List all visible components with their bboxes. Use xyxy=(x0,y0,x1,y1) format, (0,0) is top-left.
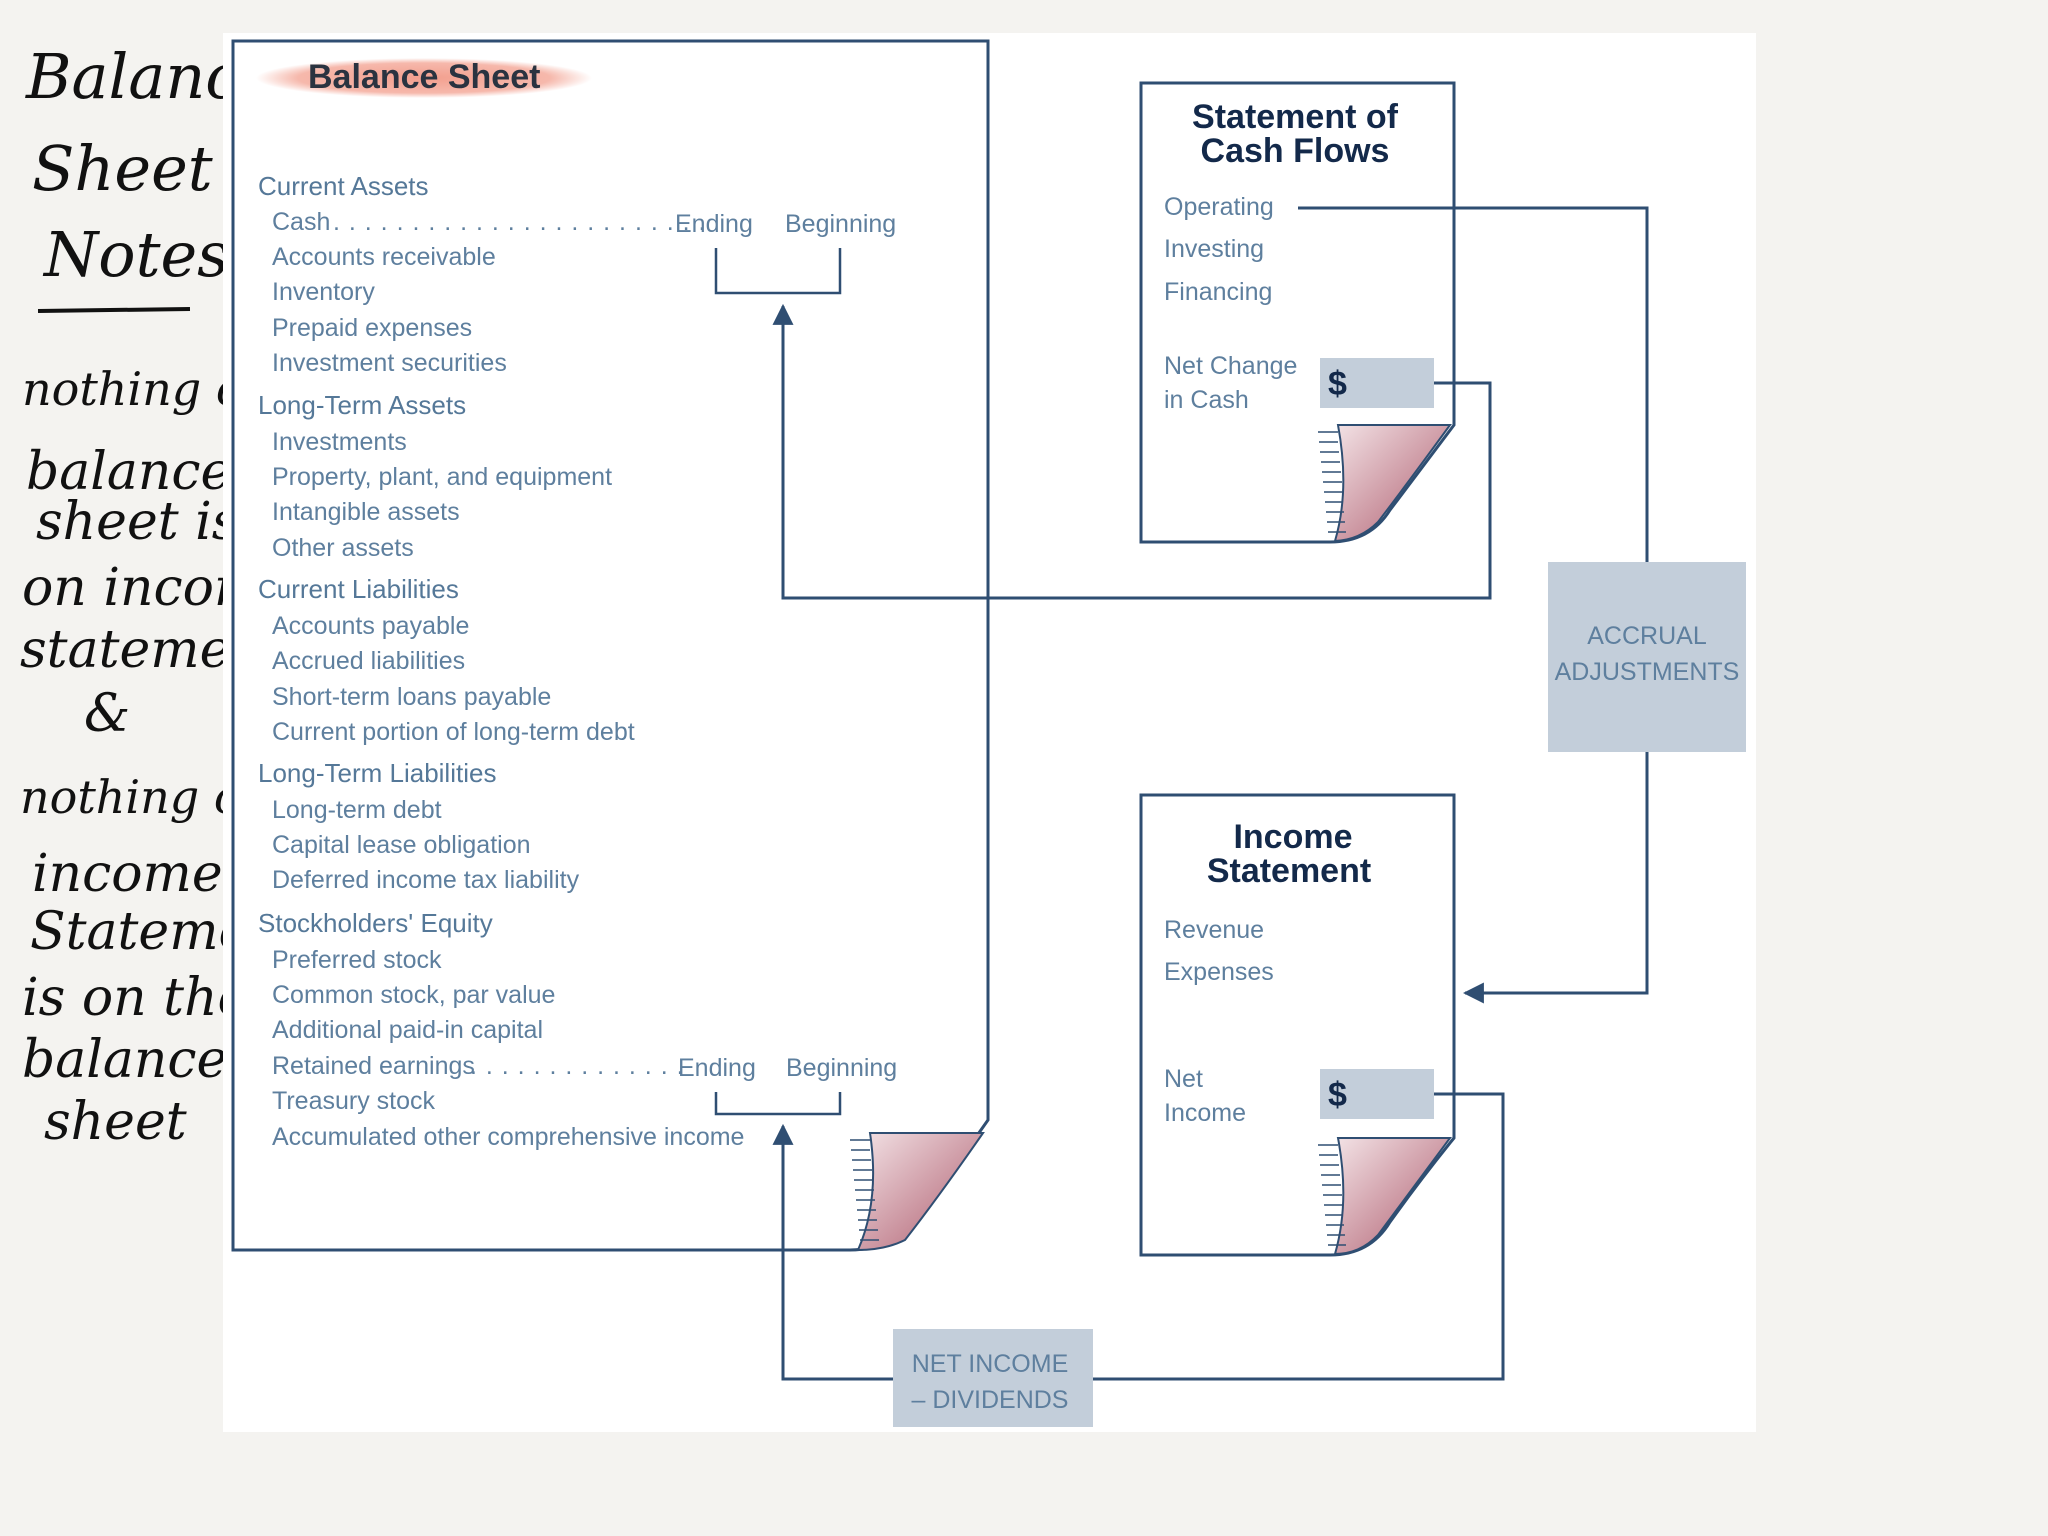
item-intangible-assets: Intangible assets xyxy=(272,498,460,526)
retained-earnings-leader-dots: . . . . . . . . . . . . . . xyxy=(470,1052,685,1080)
dividends-label-line-1: NET INCOME xyxy=(912,1350,1069,1378)
hand-note-line-2: balance xyxy=(26,442,232,502)
net-income-value-box xyxy=(1320,1069,1434,1119)
financial-statements-figure: Balance Sheet Current Assets Cash . . . … xyxy=(223,33,1756,1432)
item-investment-securities: Investment securities xyxy=(272,349,507,377)
accrual-label-line-2: ADJUSTMENTS xyxy=(1555,658,1740,686)
net-income-to-dividends-line xyxy=(1093,1092,1505,1381)
item-investments: Investments xyxy=(272,428,407,456)
item-capital-lease: Capital lease obligation xyxy=(272,831,531,859)
cash-flows-item-financing: Financing xyxy=(1164,278,1272,306)
dividends-to-retained-earnings-arrow xyxy=(772,1123,893,1381)
accrual-label-line-1: ACCRUAL xyxy=(1587,622,1707,650)
hand-note-line-12: sheet xyxy=(44,1092,187,1152)
cash-bracket xyxy=(714,248,842,295)
section-header-current-assets: Current Assets xyxy=(258,171,429,201)
income-statement-page-curl xyxy=(1333,1137,1452,1256)
retained-ending-label: Ending xyxy=(678,1054,756,1082)
item-prepaid-expenses: Prepaid expenses xyxy=(272,314,472,342)
section-header-current-liabilities: Current Liabilities xyxy=(258,574,459,604)
accrual-to-income-statement-arrow xyxy=(1462,752,1649,1004)
balance-sheet-title: Balance Sheet xyxy=(308,58,540,96)
net-income-dollar-sign: $ xyxy=(1328,1076,1347,1114)
item-other-assets: Other assets xyxy=(272,534,414,562)
net-change-label-line-1: Net Change xyxy=(1164,352,1297,380)
cash-flows-page-curl xyxy=(1333,424,1452,543)
item-treasury-stock: Treasury stock xyxy=(272,1087,436,1115)
item-cash: Cash xyxy=(272,208,330,236)
item-long-term-debt: Long-term debt xyxy=(272,796,442,824)
cash-flows-item-investing: Investing xyxy=(1164,235,1264,263)
item-inventory: Inventory xyxy=(272,278,375,306)
operating-to-accrual-line xyxy=(1298,206,1649,562)
hand-note-line-11: balance xyxy=(22,1030,228,1090)
cash-ending-label: Ending xyxy=(675,210,753,238)
income-statement-title-line-1: Income xyxy=(1233,818,1352,856)
item-accounts-receivable: Accounts receivable xyxy=(272,243,496,271)
income-statement-curl-edge xyxy=(1318,1144,1346,1246)
item-common-stock: Common stock, par value xyxy=(272,981,555,1009)
net-income-label-line-1: Net xyxy=(1164,1065,1203,1093)
dividends-label-line-2: – DIVIDENDS xyxy=(912,1386,1069,1414)
hand-note-line-3: sheet is xyxy=(36,492,239,552)
item-retained-earnings: Retained earnings xyxy=(272,1052,475,1080)
hand-note-line-10: is on the xyxy=(22,968,249,1028)
item-ppe: Property, plant, and equipment xyxy=(272,463,612,491)
section-header-long-term-assets: Long-Term Assets xyxy=(258,390,466,420)
item-preferred-stock: Preferred stock xyxy=(272,946,442,974)
section-header-stockholders-equity: Stockholders' Equity xyxy=(258,908,493,938)
item-current-portion-ltd: Current portion of long-term debt xyxy=(272,718,635,746)
flow-diagram: Balance Sheet Current Assets Cash . . . … xyxy=(231,39,1746,1427)
net-income-dividends-box xyxy=(893,1329,1093,1427)
balance-sheet-title-highlight xyxy=(256,58,592,98)
item-deferred-tax: Deferred income tax liability xyxy=(272,866,580,894)
hand-underline xyxy=(37,306,191,314)
balance-sheet-page-curl xyxy=(856,1132,985,1252)
hand-note-line-6: & xyxy=(84,684,131,744)
cash-flows-title-line-1: Statement of xyxy=(1192,98,1399,136)
balance-sheet-curl-edge xyxy=(850,1139,879,1241)
item-accounts-payable: Accounts payable xyxy=(272,612,469,640)
income-item-revenue: Revenue xyxy=(1164,916,1264,944)
cash-flows-curl-edge xyxy=(1318,431,1346,533)
net-change-dollar-sign: $ xyxy=(1328,365,1347,403)
cash-leader-dots: . . . . . . . . . . . . . . . . . . . . … xyxy=(333,208,706,236)
net-change-to-cash-arrow xyxy=(772,303,1492,600)
item-accumulated-oci: Accumulated other comprehensive income xyxy=(272,1123,744,1151)
income-item-expenses: Expenses xyxy=(1164,958,1274,986)
hand-title-line-3: Notes xyxy=(44,218,230,291)
accrual-adjustments-box xyxy=(1548,562,1746,752)
item-accrued-liabilities: Accrued liabilities xyxy=(272,647,465,675)
income-statement-title-line-2: Statement xyxy=(1207,852,1371,890)
cash-beginning-label: Beginning xyxy=(785,210,896,238)
item-short-term-loans: Short-term loans payable xyxy=(272,683,551,711)
retained-earnings-bracket xyxy=(714,1092,842,1116)
cash-flows-item-operating: Operating xyxy=(1164,193,1274,221)
cash-flows-title-line-2: Cash Flows xyxy=(1201,132,1390,170)
hand-note-line-8: income xyxy=(32,844,223,904)
net-income-label-line-2: Income xyxy=(1164,1099,1246,1127)
item-additional-paid-in: Additional paid-in capital xyxy=(272,1016,543,1044)
net-change-label-line-2: in Cash xyxy=(1164,386,1249,414)
net-change-value-box xyxy=(1320,358,1434,408)
section-header-long-term-liabilities: Long-Term Liabilities xyxy=(258,758,496,788)
hand-title-line-2: Sheet xyxy=(32,132,213,205)
retained-beginning-label: Beginning xyxy=(786,1054,897,1082)
